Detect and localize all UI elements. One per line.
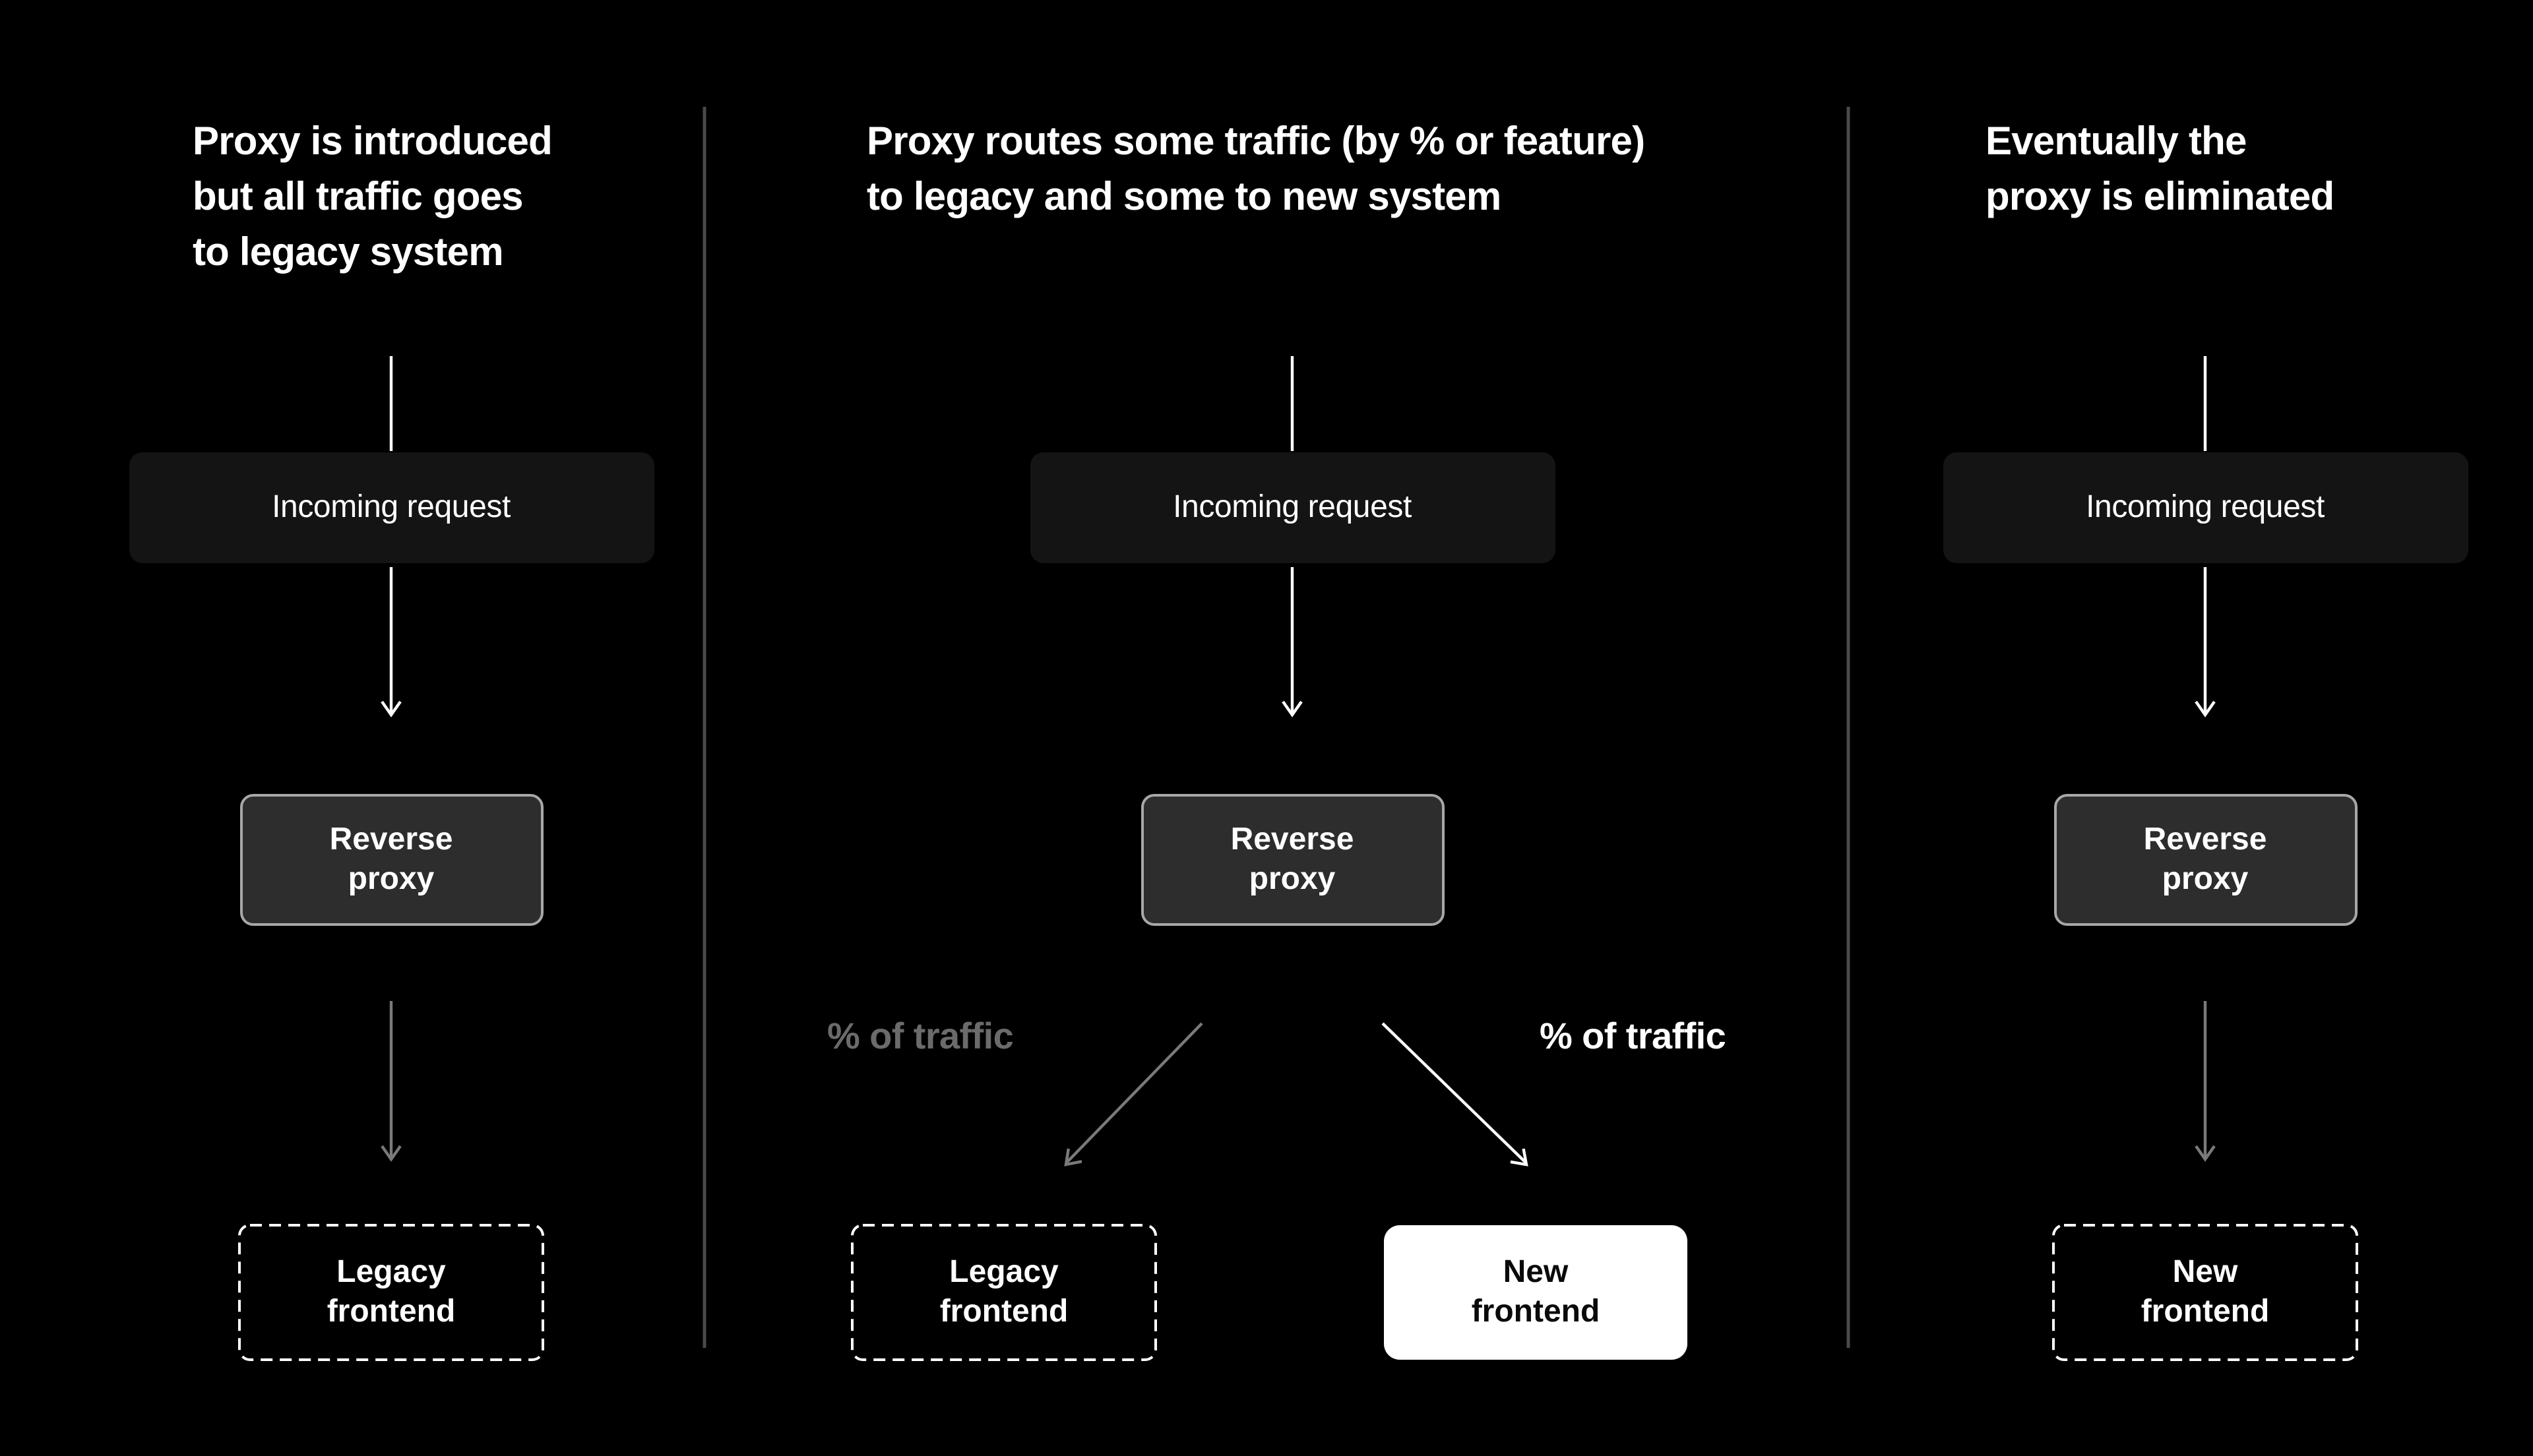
- p2-traffic-percent-label-new: % of traffic: [1540, 1016, 1726, 1056]
- p1-arrowhead-white: [381, 700, 402, 717]
- p2-reverse-proxy-box: Reverse proxy: [1141, 794, 1444, 926]
- p1-incoming-request-box: Incoming request: [129, 452, 654, 563]
- p2-arrowhead-gray: [1064, 1148, 1082, 1167]
- p2-incoming-request-label: Incoming request: [1173, 489, 1412, 525]
- panel1-title-line1: Proxy is introduced: [193, 120, 553, 164]
- panel1-title: Proxy is introduced but all traffic goes…: [193, 115, 553, 281]
- p2-incoming-request-box: Incoming request: [1030, 452, 1555, 563]
- p3-new-frontend-box: New frontend: [2141, 1254, 2270, 1329]
- p2-arrowhead-white: [1282, 700, 1303, 717]
- p3-reverse-proxy-box: Reverse proxy: [2053, 794, 2357, 926]
- p3-arrowhead-gray: [2195, 1145, 2216, 1162]
- panel1-title-line2: but all traffic goes: [193, 175, 524, 219]
- p2-traffic-percent-label-legacy: % of traffic: [827, 1016, 1014, 1056]
- p2-legacy-frontend-box: Legacy frontend: [939, 1254, 1069, 1329]
- p2-proxy-to-legacy-diagonal-arrow: [1066, 1022, 1203, 1163]
- p3-incoming-request-box: Incoming request: [1943, 452, 2468, 563]
- p2-new-frontend-box: New frontend: [1384, 1225, 1687, 1360]
- panel3-title: Eventually the proxy is eliminated: [1986, 115, 2334, 226]
- p3-arrowhead-white: [2195, 700, 2216, 717]
- p1-reverse-proxy-box: Reverse proxy: [239, 794, 543, 926]
- panel2-title-line1: Proxy routes some traffic (by % or featu…: [867, 120, 1645, 164]
- p1-legacy-frontend-dashed-border: [238, 1224, 544, 1361]
- panel3-title-line2: proxy is eliminated: [1986, 175, 2334, 219]
- p2-proxy-to-new-diagonal-arrow: [1381, 1022, 1526, 1163]
- panel3-title-line1: Eventually the: [1986, 120, 2247, 164]
- p3-incoming-request-label: Incoming request: [2086, 489, 2325, 525]
- p1-incoming-request-label: Incoming request: [272, 489, 511, 525]
- p3-new-frontend-dashed-border: [2052, 1224, 2358, 1361]
- panel1-title-line3: to legacy system: [193, 231, 504, 274]
- p2-arrowhead-white-diag: [1510, 1148, 1528, 1167]
- panel2-title: Proxy routes some traffic (by % or featu…: [867, 115, 1645, 226]
- p2-legacy-frontend-dashed-border: [851, 1224, 1157, 1361]
- p1-arrowhead-gray: [381, 1145, 402, 1162]
- p1-legacy-frontend-box: Legacy frontend: [327, 1254, 456, 1329]
- panel2-title-line2: to legacy and some to new system: [867, 175, 1501, 219]
